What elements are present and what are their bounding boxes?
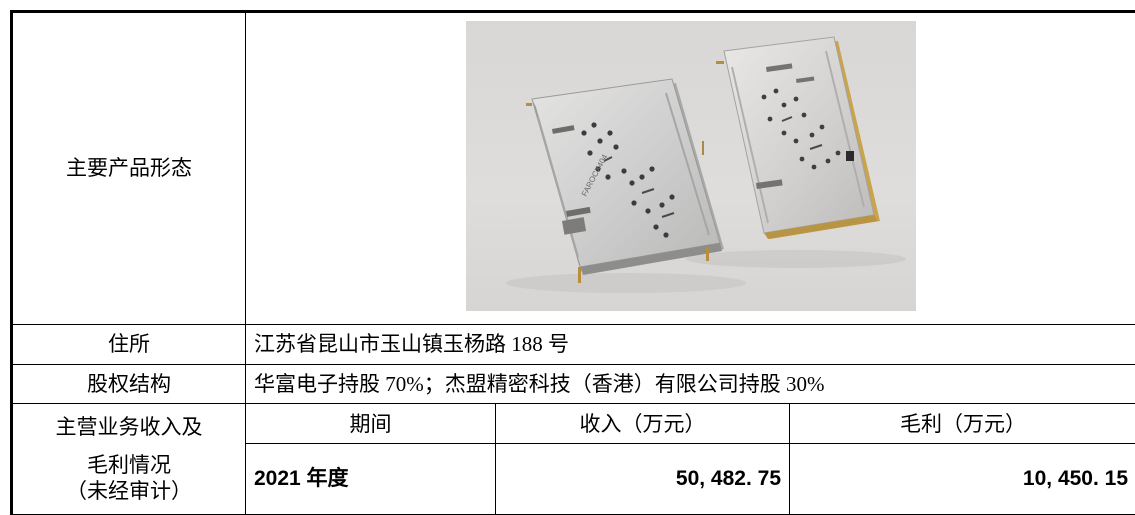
business-label-line1: 主营业务收入及 [55,414,203,439]
connector-left: FAROCX404 [526,78,724,284]
product-photo: FAROCX404 [466,21,916,312]
col-gross-header: 毛利（万元） [788,403,1135,445]
product-label: 主要产品形态 [10,9,246,326]
col-period-header: 期间 [245,403,496,445]
address-value: 江苏省昆山市玉山镇玉杨路 188 号 [244,324,1135,365]
product-row: 主要产品形态 [10,9,1135,326]
revenue-value: 50, 482. 75 [495,443,790,515]
business-label-line3: （未经审计） [66,479,192,504]
equity-label: 股权结构 [10,363,246,405]
company-info-table: 主要产品形态 [10,9,1135,515]
period-value: 2021 年度 [245,443,496,515]
address-label: 住所 [10,324,246,365]
col-revenue-header: 收入（万元） [495,403,790,445]
address-row: 住所 江苏省昆山市玉山镇玉杨路 188 号 [10,324,1135,365]
product-photo-cell: FAROCX404 [244,9,1135,326]
connector-right [702,36,880,240]
gross-value: 10, 450. 15 [788,443,1135,515]
sim-connector-image: FAROCX404 [506,36,906,294]
business-label-line2: 毛利情况 [87,453,171,478]
business-label: 主营业务收入及 毛利情况 （未经审计） [10,403,246,515]
business-header-row: 主营业务收入及 毛利情况 （未经审计） 期间 收入（万元） 毛利（万元） [10,403,1135,515]
equity-row: 股权结构 华富电子持股 70%；杰盟精密科技（香港）有限公司持股 30% [10,363,1135,405]
business-data-row: 2021 年度 50, 482. 75 10, 450. 15 [12,443,1135,515]
equity-value: 华富电子持股 70%；杰盟精密科技（香港）有限公司持股 30% [244,363,1135,405]
